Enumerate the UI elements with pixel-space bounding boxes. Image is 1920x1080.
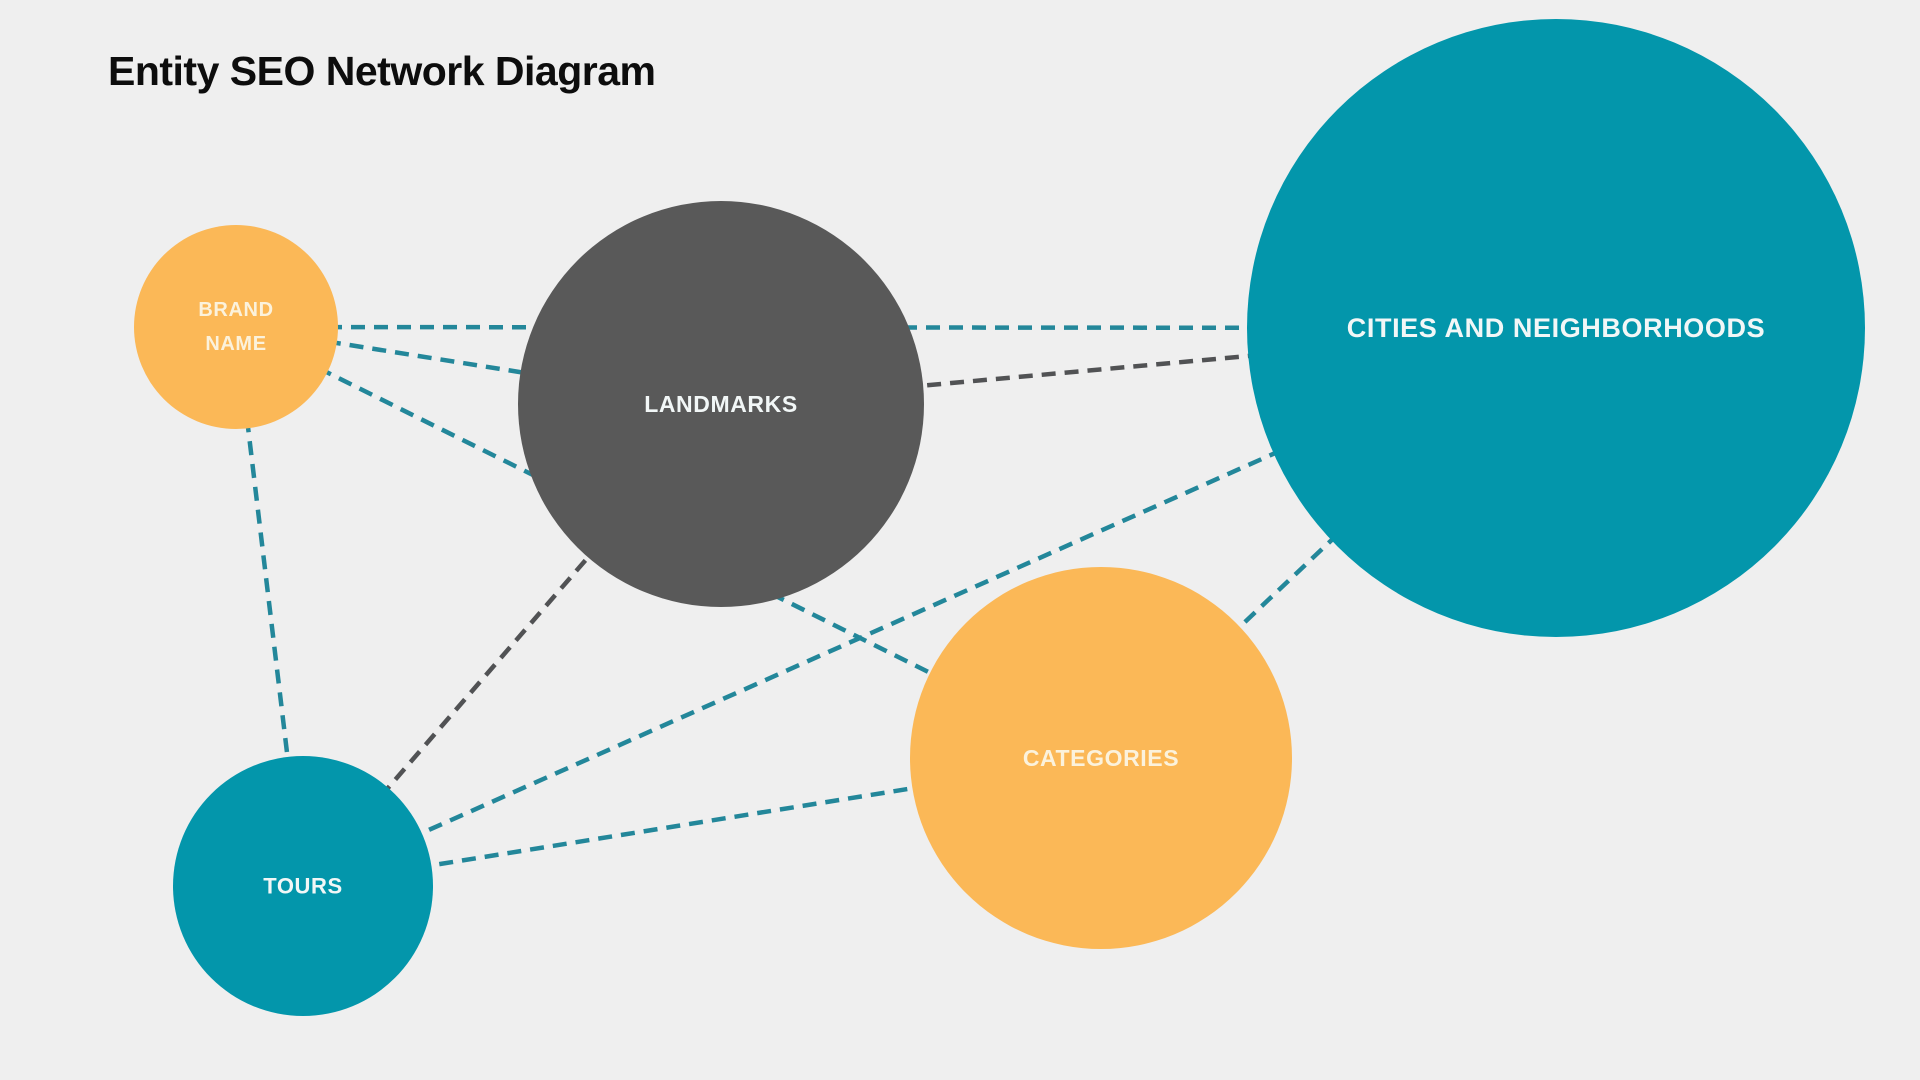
node-categories-label: CATEGORIES [1023, 745, 1179, 771]
edge-brand-name--cities-and-neighborhoods [235, 324, 1557, 331]
page-title: Entity SEO Network Diagram [108, 48, 656, 94]
node-categories: CATEGORIES [910, 567, 1292, 949]
node-landmarks-circle [518, 201, 924, 607]
node-cities-and-neighborhoods-circle [1247, 19, 1865, 637]
node-cities-and-neighborhoods: CITIES AND NEIGHBORHOODS [1247, 19, 1865, 637]
node-categories-circle [910, 567, 1292, 949]
node-brand-name-circle [134, 225, 338, 429]
node-tours: TOURS [173, 756, 433, 1016]
node-tours-label: TOURS [263, 874, 343, 899]
node-tours-circle [173, 756, 433, 1016]
node-landmarks-label: LANDMARKS [644, 391, 798, 417]
node-cities-and-neighborhoods-label: CITIES AND NEIGHBORHOODS [1347, 313, 1765, 343]
node-landmarks: LANDMARKS [518, 201, 924, 607]
